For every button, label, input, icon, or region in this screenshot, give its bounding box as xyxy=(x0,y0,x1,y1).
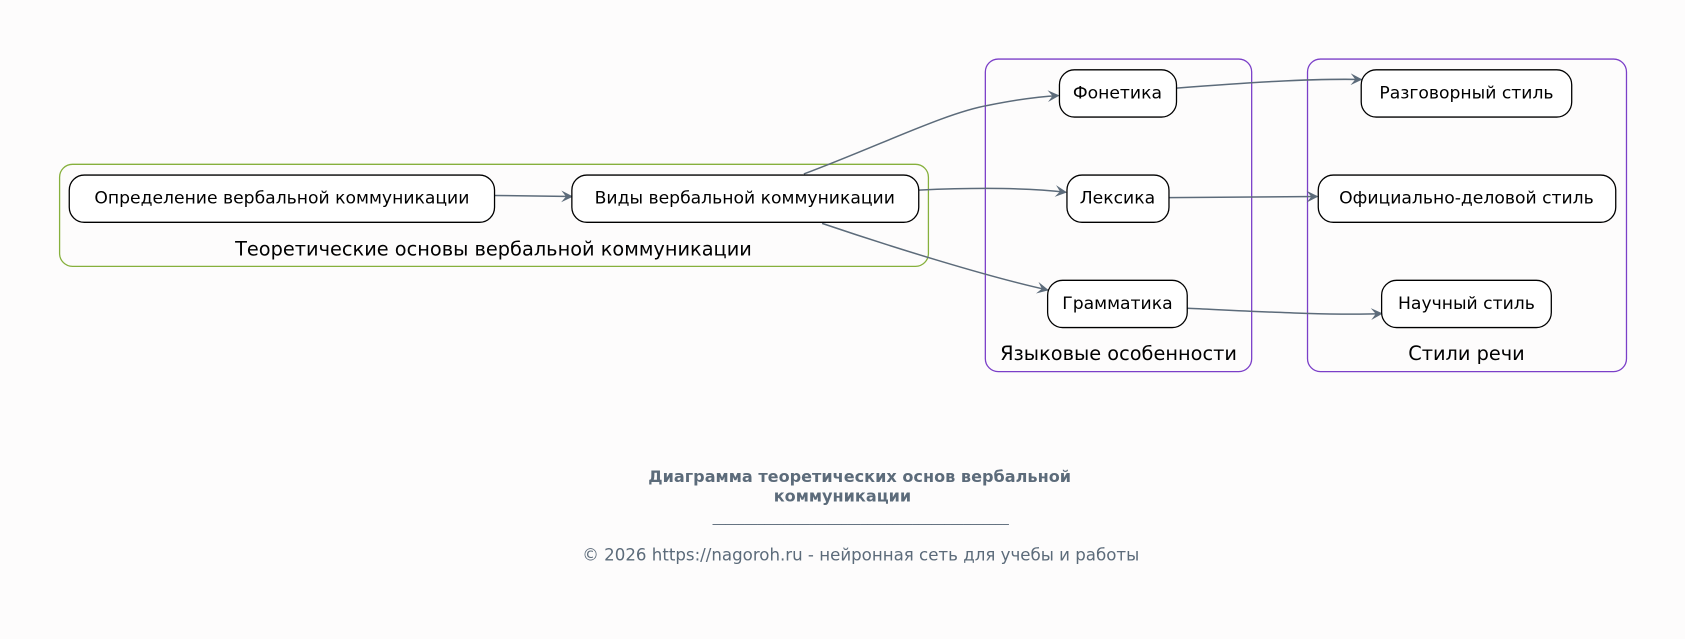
svg-text:Виды вербальной коммуникации: Виды вербальной коммуникации xyxy=(595,189,895,209)
svg-text:Грамматика: Грамматика xyxy=(1062,294,1172,314)
footer-title-line1: Диаграмма теоретических основ вербальной xyxy=(648,467,1071,486)
cluster-language: Языковые особенности xyxy=(984,58,1253,373)
svg-text:Фонетика: Фонетика xyxy=(1073,83,1162,103)
edge-grammar-scientific xyxy=(1187,307,1383,320)
cluster-styles: Стили речи xyxy=(1306,58,1628,373)
svg-text:Официально-деловой стиль: Официально-деловой стиль xyxy=(1339,189,1594,209)
node-colloquial[interactable]: Разговорный стиль xyxy=(1360,69,1573,118)
cluster-theory: Теоретические основы вербальной коммуник… xyxy=(58,163,930,267)
edge-types-lexicon xyxy=(918,185,1068,197)
footer-copyright[interactable]: © 2026 https://nagoroh.ru - нейронная се… xyxy=(582,546,1139,565)
footer-title-line2: коммуникации xyxy=(774,487,911,506)
node-definition[interactable]: Определение вербальной коммуникации xyxy=(68,174,496,223)
node-types[interactable]: Виды вербальной коммуникации xyxy=(571,174,920,223)
node-phonetics[interactable]: Фонетика xyxy=(1058,69,1178,118)
edge-phonetics-colloquial xyxy=(1176,73,1363,89)
cluster-theory-label: Теоретические основы вербальной коммуник… xyxy=(234,238,752,261)
svg-text:Лексика: Лексика xyxy=(1080,189,1155,209)
footer-rule: ________________________________________… xyxy=(712,511,1010,526)
cluster-styles-label: Стили речи xyxy=(1408,342,1525,365)
edge-types-grammar xyxy=(821,222,1049,294)
node-lexicon[interactable]: Лексика xyxy=(1066,174,1170,223)
edge-types-phonetics xyxy=(803,90,1060,175)
node-official[interactable]: Официально-деловой стиль xyxy=(1317,174,1617,223)
node-scientific[interactable]: Научный стиль xyxy=(1380,279,1552,329)
edge-definition-types xyxy=(494,190,574,203)
svg-text:Научный стиль: Научный стиль xyxy=(1398,294,1535,314)
cluster-language-label: Языковые особенности xyxy=(1000,342,1237,365)
svg-text:Разговорный стиль: Разговорный стиль xyxy=(1379,83,1553,103)
edge-lexicon-official xyxy=(1168,190,1319,203)
node-grammar[interactable]: Грамматика xyxy=(1046,279,1188,329)
svg-text:Определение вербальной коммуни: Определение вербальной коммуникации xyxy=(94,189,469,209)
